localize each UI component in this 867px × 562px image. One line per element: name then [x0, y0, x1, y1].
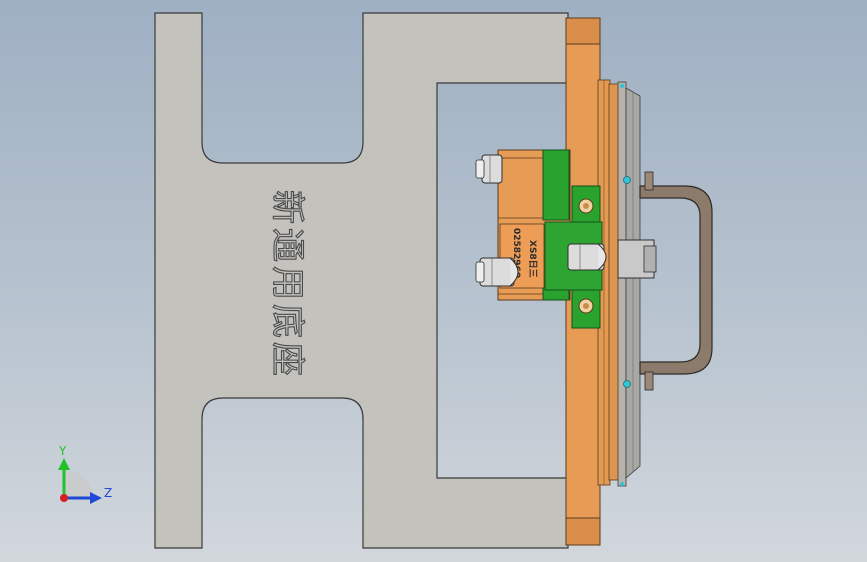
plunger-middle[interactable] [475, 257, 519, 287]
green-insert-top [542, 149, 570, 221]
handle-mount-bottom [644, 371, 654, 391]
screw-icon [623, 176, 631, 184]
bolt-icon [583, 303, 589, 309]
screw-icon [620, 84, 624, 88]
handle[interactable] [639, 185, 713, 375]
z-axis-label: Z [104, 486, 112, 500]
base-plate[interactable] [154, 12, 569, 549]
plunger-top[interactable] [475, 154, 503, 184]
engraved-label: 新通用底座 [267, 190, 307, 380]
shaft-cap [643, 245, 657, 273]
plunger-center[interactable] [567, 243, 607, 271]
screw-icon [623, 380, 631, 388]
handle-mount-top [644, 171, 654, 191]
plate-edge-1 [617, 81, 627, 487]
bolt-icon [583, 203, 589, 209]
part-code-label: XS8日三 [527, 240, 538, 278]
clamp-top-block [565, 17, 601, 47]
part-number-label: 02582960 [511, 228, 521, 278]
clamp-rail-2 [608, 83, 620, 481]
coordinate-triad: Y Z [58, 444, 112, 504]
screw-icon [620, 482, 624, 486]
y-axis-label: Y [58, 444, 67, 458]
clamp-bottom-block [565, 514, 601, 546]
